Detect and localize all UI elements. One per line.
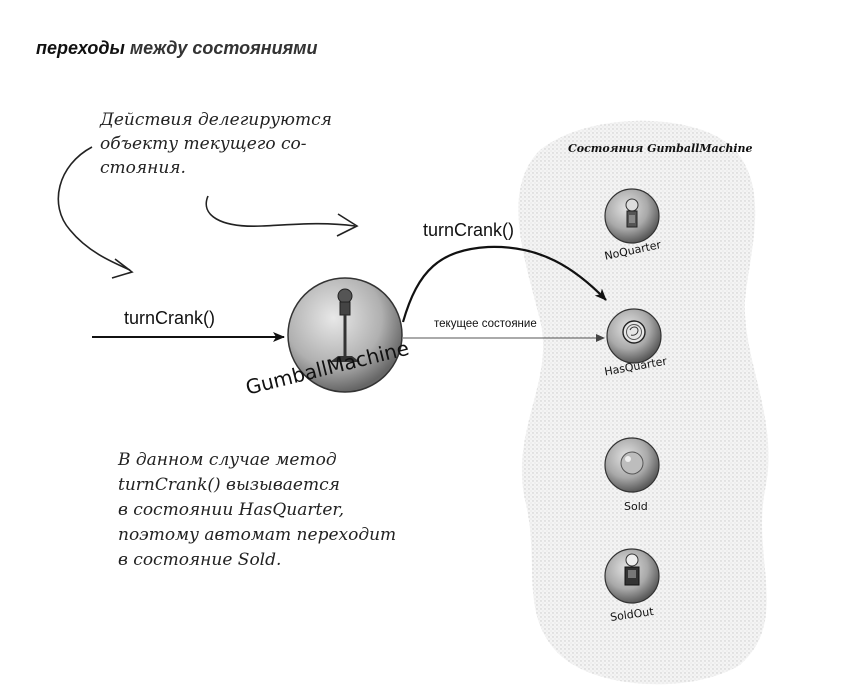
note-line: стояния. <box>100 158 186 178</box>
delegate-arrowhead-right <box>336 213 359 237</box>
title-rest: между состояниями <box>129 38 318 58</box>
delegate-curve-left <box>57 146 131 271</box>
explanation-note: В данном случае метод turnCrank() вызыва… <box>118 448 408 573</box>
title-emphasis: переходы <box>36 38 125 58</box>
current-state-label: текущее состояние <box>434 318 537 330</box>
empty-machine-icon <box>624 553 640 586</box>
note-line: объекту текущего со- <box>100 134 307 154</box>
state-hasquarter-node <box>606 308 662 364</box>
turn-crank-input-label: turnCrank() <box>124 308 216 328</box>
note-line: turnCrank() вызывается <box>118 475 340 495</box>
page-title: переходы между состояниями <box>36 38 318 59</box>
note-line: поэтому автомат переходит <box>118 525 397 545</box>
delegate-curve-right <box>205 195 356 227</box>
state-sold-node <box>604 437 660 493</box>
note-line: Действия делегируются <box>100 110 332 130</box>
state-noquarter-node <box>604 188 660 244</box>
turn-crank-transition-label: turnCrank() <box>423 220 515 240</box>
transition-arrow <box>401 245 607 323</box>
note-line: В данном случае метод <box>118 450 337 470</box>
state-soldout-node <box>604 548 660 604</box>
states-panel-title: Состояния GumballMachine <box>568 142 753 155</box>
gumball-icon <box>620 451 644 475</box>
delegation-note: Действия делегируются объекту текущего с… <box>100 108 370 180</box>
quarter-coin-icon <box>622 320 646 344</box>
gumball-machine-node <box>287 277 403 393</box>
state-sold-label: Sold <box>624 500 648 513</box>
note-line: в состояние Sold. <box>118 550 282 570</box>
delegate-arrowhead-left <box>111 258 134 279</box>
gumball-machine-icon <box>330 288 360 362</box>
states-panel-background <box>518 120 769 685</box>
note-line: в состоянии HasQuarter, <box>118 500 345 520</box>
gumball-machine-icon <box>625 198 639 228</box>
